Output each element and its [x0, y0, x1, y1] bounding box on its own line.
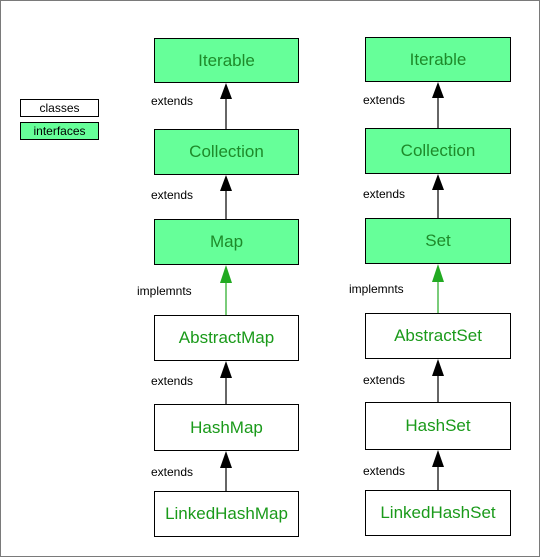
arrow-head — [432, 82, 444, 98]
arrow-head — [220, 265, 232, 283]
set-iterable-box: Iterable — [365, 37, 511, 82]
set-collection-box: Collection — [365, 128, 511, 174]
map-edge-label: extends — [151, 465, 194, 479]
map-edge-label: extends — [151, 374, 194, 388]
map-edge-label: extends — [151, 188, 194, 202]
linkedhashset-box: LinkedHashSet — [365, 490, 511, 536]
arrow-head — [220, 451, 232, 468]
set-edge-label: extends — [363, 187, 406, 201]
set-edge-label: extends — [363, 93, 406, 107]
arrow-head — [432, 174, 444, 190]
arrow-head — [432, 264, 444, 282]
set-edge-label: extends — [363, 373, 406, 387]
abstractmap-box: AbstractMap — [154, 315, 299, 361]
legend-interfaces: interfaces — [20, 122, 99, 140]
linkedhashmap-box: LinkedHashMap — [154, 491, 299, 537]
set-edge-label: extends — [363, 464, 406, 478]
map-collection-box: Collection — [154, 129, 299, 175]
set-interface-box: Set — [365, 218, 511, 264]
arrow-head — [220, 361, 232, 378]
map-interface-box: Map — [154, 219, 299, 265]
arrow-head — [220, 175, 232, 191]
map-implements-label: implemnts — [137, 284, 192, 298]
set-implements-label: implemnts — [349, 282, 404, 296]
arrow-head — [220, 83, 232, 99]
abstractset-box: AbstractSet — [365, 313, 511, 359]
hashset-box: HashSet — [365, 402, 511, 450]
map-iterable-box: Iterable — [154, 38, 299, 83]
arrow-head — [432, 359, 444, 376]
map-edge-label: extends — [151, 94, 194, 108]
arrow-head — [432, 450, 444, 467]
legend-classes: classes — [20, 99, 99, 117]
hashmap-box: HashMap — [154, 404, 299, 451]
